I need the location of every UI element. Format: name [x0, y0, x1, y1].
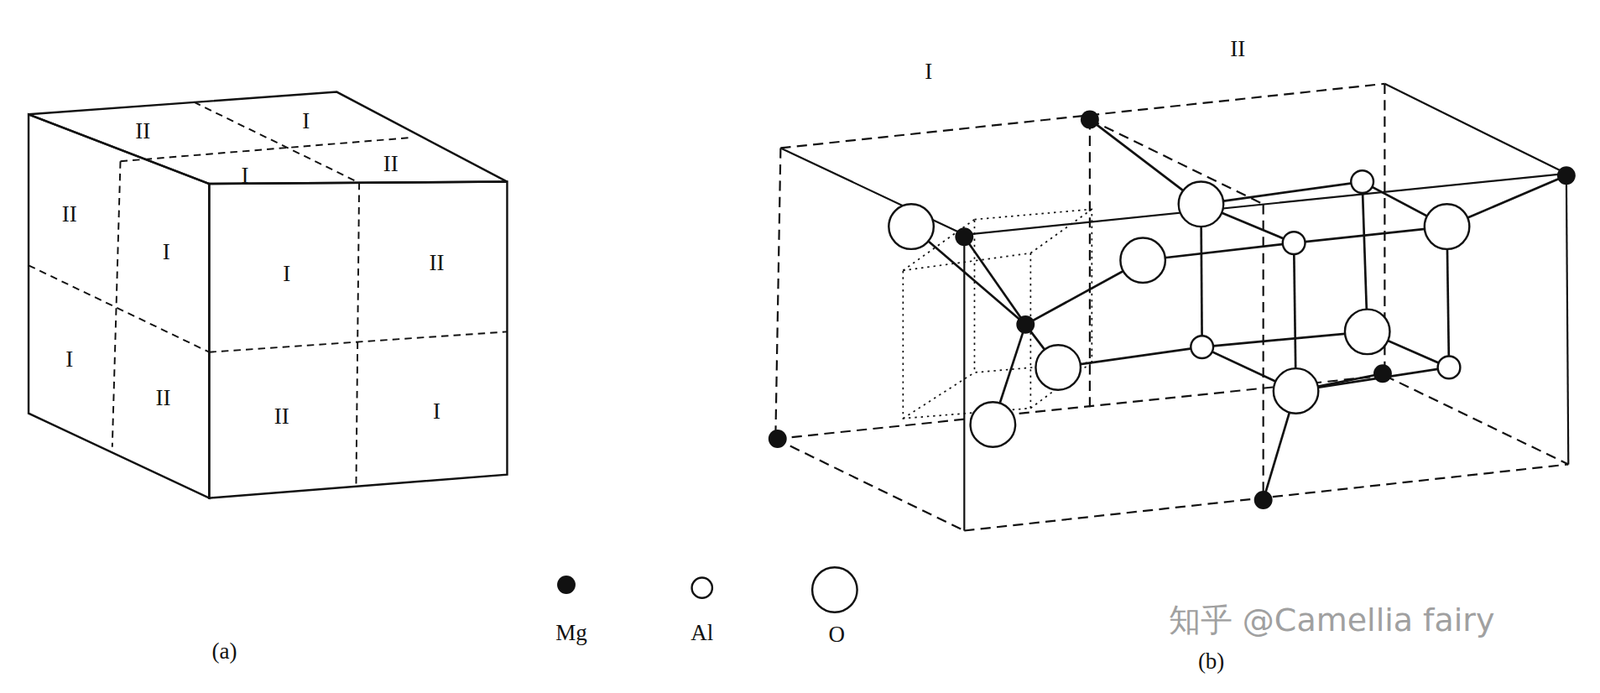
region-label: II	[135, 119, 151, 142]
region-label: II	[383, 151, 399, 175]
cube-figure	[28, 92, 507, 499]
region-label: II	[156, 386, 172, 410]
region-label: I	[302, 109, 310, 132]
region-label: I	[432, 400, 441, 423]
region-label: II	[62, 203, 78, 226]
region-label: I	[924, 60, 933, 84]
region-label: I	[162, 240, 171, 264]
magnesium-atoms	[768, 109, 1576, 510]
legend-mg-sample	[557, 575, 576, 595]
panel-label: (b)	[1198, 650, 1225, 673]
legend-text: O	[828, 623, 846, 647]
panel-label: (a)	[212, 639, 238, 662]
region-label: I	[65, 348, 73, 371]
legend-al-sample	[692, 577, 713, 598]
aluminium-atoms	[1190, 170, 1460, 379]
legend-text: Mg	[555, 621, 588, 645]
oxygen-atoms	[888, 182, 1470, 448]
region-label: I	[282, 261, 291, 285]
region-label: II	[1229, 37, 1246, 61]
region-label: II	[274, 405, 290, 428]
legend-text: Al	[690, 621, 714, 645]
region-label: II	[429, 250, 445, 274]
unit-cell-figure	[775, 83, 1569, 532]
watermark: 知乎 @Camellia fairy	[1168, 604, 1496, 636]
legend-o-sample	[812, 567, 858, 613]
region-label: I	[240, 164, 249, 188]
